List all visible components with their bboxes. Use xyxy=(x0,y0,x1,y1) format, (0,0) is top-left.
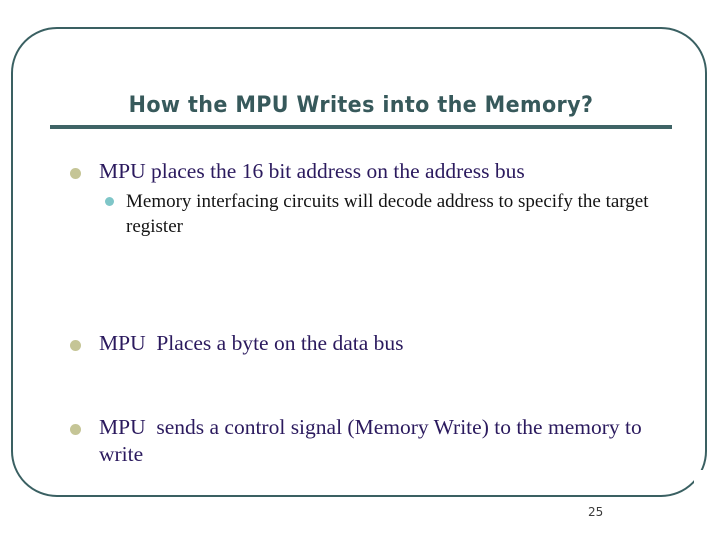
sub-bullet-list: Memory interfacing circuits will decode … xyxy=(99,189,668,239)
list-item: MPU Places a byte on the data bus xyxy=(68,330,668,357)
bullet-text: MPU sends a control signal (Memory Write… xyxy=(99,415,648,466)
frame-corner-mask xyxy=(694,470,720,510)
page-title: How the MPU Writes into the Memory? xyxy=(128,93,594,118)
sub-bullet-point-icon xyxy=(105,197,114,206)
bullet-list: MPU places the 16 bit address on the add… xyxy=(68,158,668,468)
sub-bullet-text: Memory interfacing circuits will decode … xyxy=(126,191,654,237)
bullet-text: MPU places the 16 bit address on the add… xyxy=(99,159,525,183)
bullet-text: MPU Places a byte on the data bus xyxy=(99,331,404,355)
list-item: MPU places the 16 bit address on the add… xyxy=(68,158,668,239)
slide-title-block: How the MPU Writes into the Memory? xyxy=(50,93,672,130)
slide-body: MPU places the 16 bit address on the add… xyxy=(68,158,668,468)
bullet-point-icon xyxy=(70,168,81,179)
bullet-point-icon xyxy=(70,340,81,351)
bullet-point-icon xyxy=(70,424,81,435)
list-item: MPU sends a control signal (Memory Write… xyxy=(68,414,668,468)
page-number: 25 xyxy=(588,505,604,519)
list-item: Memory interfacing circuits will decode … xyxy=(99,189,668,239)
title-underline-rule xyxy=(50,125,672,130)
